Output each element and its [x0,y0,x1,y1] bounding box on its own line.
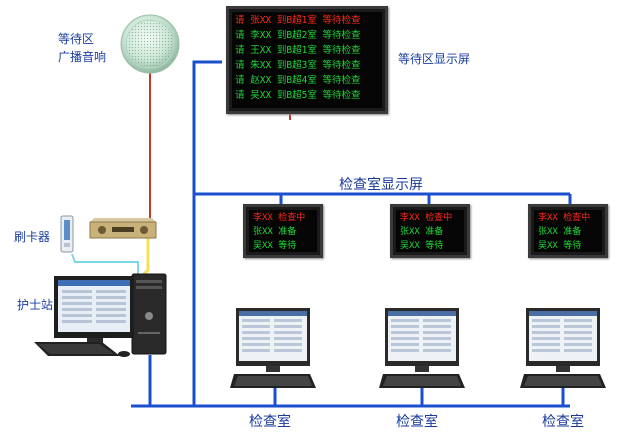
reader-pc-cable [71,253,139,282]
waiting-display-screen: 请 张XX 到B超1室 等待检查 请 李XX 到B超2室 等待检查 请 王XX … [232,12,382,108]
speaker-icon [120,14,180,74]
exam-line: 吴XX 等待 [253,241,297,251]
exam-room-label-3: 检查室 [542,414,584,430]
speaker-label-2: 广播音响 [58,50,107,64]
exam-room-display-2: 李XX 检查中 张XX 准备 吴XX 等待 [390,204,470,258]
nurse-pc-icon [34,273,167,357]
waiting-display-label: 等待区显示屏 [398,52,471,66]
exam-line: 张XX 准备 [400,227,444,237]
waiting-line: 请 王XX 到B超1室 等待检查 [235,45,361,56]
exam-line: 吴XX 等待 [538,241,582,251]
exam-room-display-screen: 李XX 检查中 张XX 准备 吴XX 等待 [396,210,464,252]
waiting-line: 请 朱XX 到B超3室 等待检查 [235,60,361,71]
nurse-station-label: 护士站 [17,298,54,312]
waiting-line: 请 李XX 到B超2室 等待检查 [235,30,361,41]
speaker-label-1: 等待区 [58,32,95,46]
waiting-display: 请 张XX 到B超1室 等待检查 请 李XX 到B超2室 等待检查 请 王XX … [226,6,388,114]
waiting-line: 请 张XX 到B超1室 等待检查 [235,15,361,26]
card-reader-icon [60,215,74,253]
monitor-icon [230,308,316,388]
waiting-line: 请 吴XX 到B超5室 等待检查 [235,90,361,101]
network-trunk [192,60,222,406]
exam-display-label: 检查室显示屏 [339,177,423,193]
exam-line: 李XX 检查中 [538,213,591,223]
amplifier-icon [89,218,157,239]
waiting-line: 请 赵XX 到B超4室 等待检查 [235,75,361,86]
exam-line: 李XX 检查中 [400,213,453,223]
exam-line: 张XX 准备 [538,227,582,237]
monitor-icon [379,308,465,388]
exam-line: 李XX 检查中 [253,213,306,223]
exam-room-label-1: 检查室 [249,414,291,430]
exam-room-display-screen: 李XX 检查中 张XX 准备 吴XX 等待 [534,210,602,252]
exam-line: 吴XX 等待 [400,241,444,251]
monitor-icon [520,308,606,388]
exam-room-display-3: 李XX 检查中 张XX 准备 吴XX 等待 [528,204,608,258]
card-reader-label: 刷卡器 [14,230,51,244]
exam-room-label-2: 检查室 [396,414,438,430]
exam-room-display-screen: 李XX 检查中 张XX 准备 吴XX 等待 [249,210,317,252]
exam-room-display-1: 李XX 检查中 张XX 准备 吴XX 等待 [243,204,323,258]
exam-line: 张XX 准备 [253,227,297,237]
